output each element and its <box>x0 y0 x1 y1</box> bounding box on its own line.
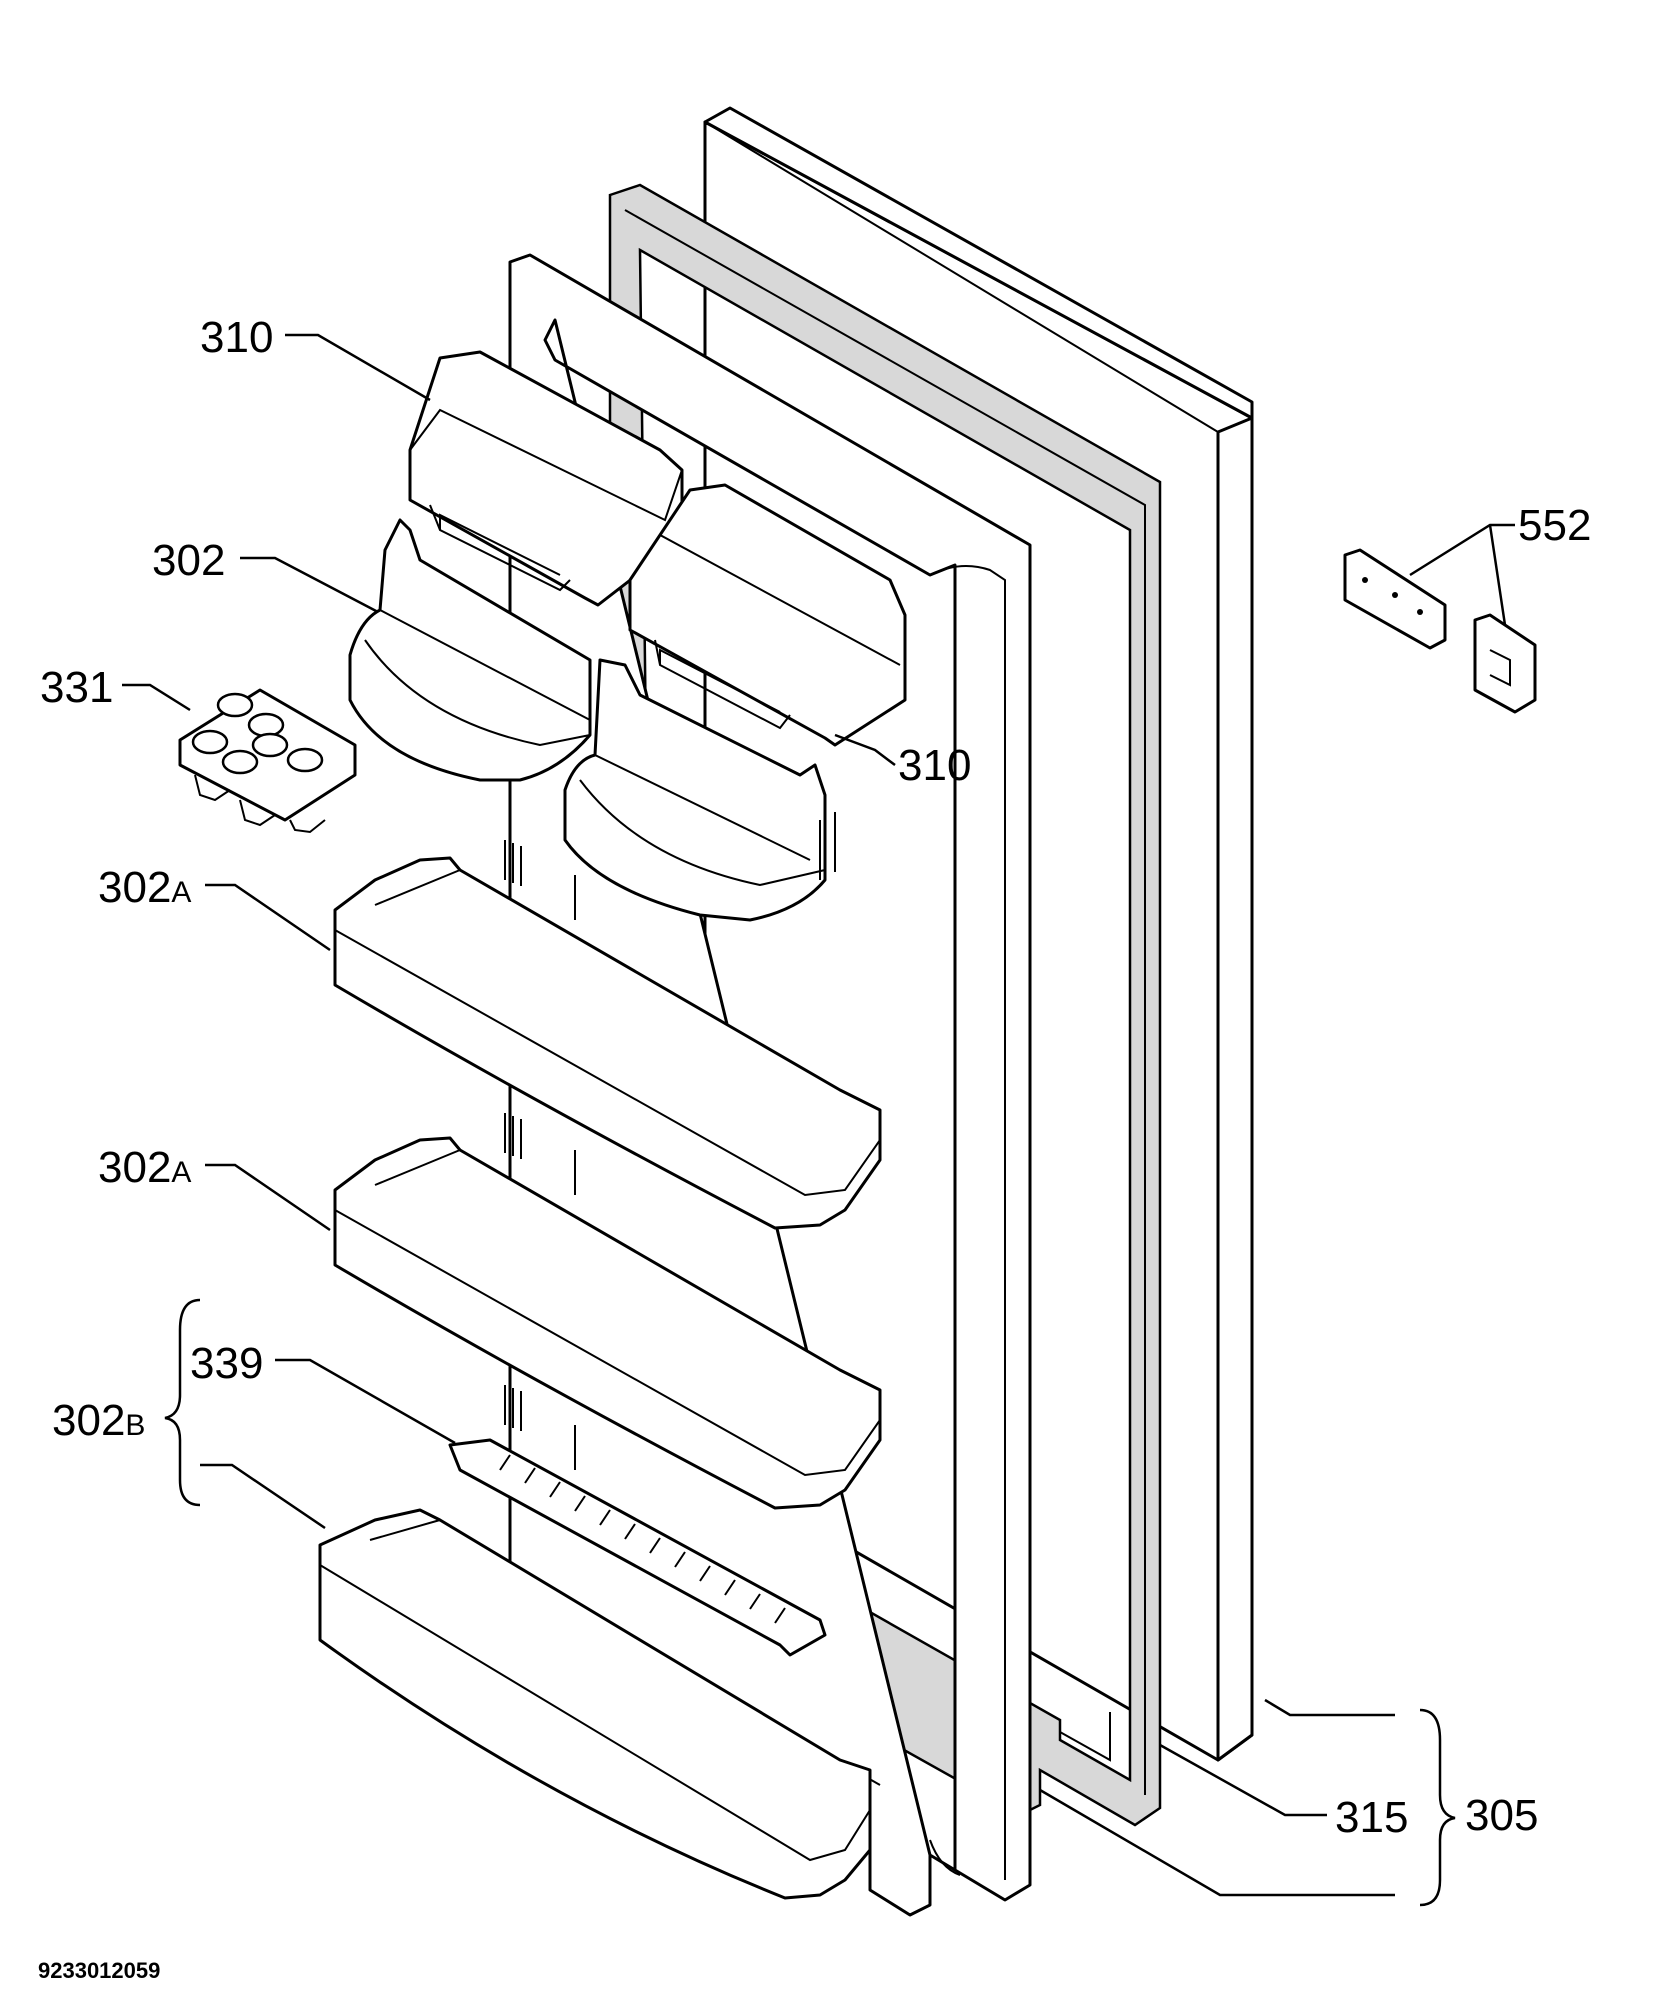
egg-tray <box>178 688 357 834</box>
callout-302: 302 <box>152 536 225 585</box>
small-door-bin-left <box>348 518 592 782</box>
bottle-shelf <box>318 1508 872 1900</box>
bottle-retainer <box>448 1438 827 1657</box>
door-shelf-302a-lower <box>333 1136 882 1510</box>
brace-305 <box>1419 1708 1456 1907</box>
liner-hash-marks <box>504 840 576 1470</box>
hinge-parts <box>1343 548 1537 714</box>
callout-305: 305 <box>1465 1791 1538 1840</box>
door-shelf-302a-upper <box>333 856 882 1230</box>
brace-302b <box>164 1298 201 1507</box>
callout-310-right: 310 <box>898 741 971 790</box>
dairy-lid-right <box>628 483 907 747</box>
leader-lines <box>122 333 1515 1897</box>
callout-labels: 310 302 331 310 302A 302A 339 302B 552 3… <box>38 313 1591 1983</box>
callout-302a-lower: 302A <box>98 1143 191 1192</box>
callout-315: 315 <box>1335 1793 1408 1842</box>
callout-302a-upper: 302A <box>98 863 191 912</box>
callout-339: 339 <box>190 1339 263 1388</box>
callout-310-top: 310 <box>200 313 273 362</box>
small-door-bin-right <box>563 658 836 922</box>
callout-331: 331 <box>40 663 113 712</box>
diagram-reference-number: 9233012059 <box>38 1958 160 1983</box>
callout-552: 552 <box>1518 501 1591 550</box>
callout-302b: 302B <box>52 1396 145 1445</box>
